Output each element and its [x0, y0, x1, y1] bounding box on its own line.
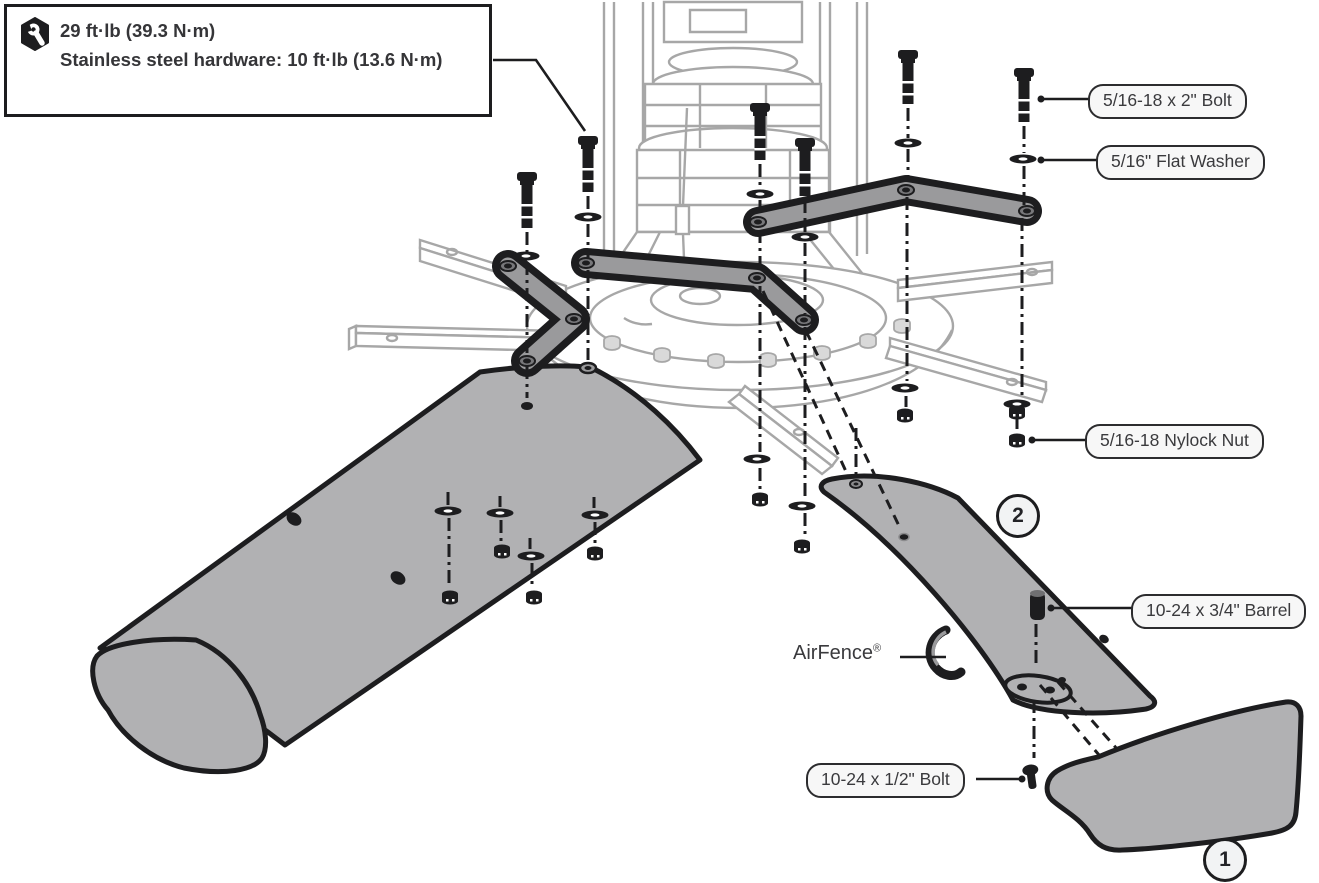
small-bolt-icon: [1022, 764, 1039, 790]
callout-flat-washer: 5/16" Flat Washer: [1096, 145, 1265, 180]
callout-bolt-1024: 10-24 x 1/2" Bolt: [806, 763, 965, 798]
bolt-icon: [578, 136, 598, 192]
registered-mark: ®: [873, 642, 882, 655]
bolt-icon: [795, 138, 815, 196]
wrench-icon: [19, 17, 51, 114]
torque-stainless-note: Stainless steel hardware: 10 ft·lb (13.6…: [60, 48, 443, 70]
winglet-mount-stud: [521, 402, 533, 410]
airfence-label: AirFence®: [793, 642, 882, 664]
torque-note-box: 29 ft·lb (39.3 N·m) Stainless steel hard…: [4, 4, 492, 117]
hub-bosses: [603, 318, 911, 369]
hex-bolts: [517, 50, 1039, 790]
flat-washers: [434, 138, 1037, 561]
strap-bolt-holes: [499, 184, 1036, 367]
bolt-icon: [898, 50, 918, 104]
bolt-icon: [1014, 68, 1034, 122]
callout-bolt-516: 5/16-18 x 2" Bolt: [1088, 84, 1247, 119]
part-badge-2: 2: [996, 494, 1040, 538]
winglet-tip-part: [1044, 699, 1304, 853]
leader-dots: [1018, 95, 1055, 783]
left-winglet: [90, 361, 703, 775]
airfence-clip-icon: [286, 512, 302, 526]
bolt-icon: [517, 172, 537, 228]
torque-value: 29 ft·lb (39.3 N·m): [60, 20, 216, 41]
nylock-nuts: [442, 405, 1025, 605]
right-winglet: [818, 473, 1158, 716]
callout-leader-lines: [493, 58, 1132, 781]
left-winglet-tip-cap: [90, 636, 269, 775]
callout-nylock-nut: 5/16-18 Nylock Nut: [1085, 424, 1264, 459]
alignment-dash-lines: [446, 108, 1038, 758]
airfence-clip-icon: [925, 625, 966, 680]
winglet-mount-hole: [898, 532, 910, 542]
alignment-diagonal-dashes: [761, 290, 1119, 756]
winglet-end-cap: [1003, 673, 1073, 705]
bolt-icon: [750, 103, 770, 160]
barrel-nut-icon: [1030, 590, 1045, 620]
part-badge-1: 1: [1203, 838, 1247, 882]
callout-barrel: 10-24 x 3/4" Barrel: [1131, 594, 1307, 629]
torque-note-leader: [493, 58, 587, 132]
airfence-clip-icon: [390, 571, 406, 585]
